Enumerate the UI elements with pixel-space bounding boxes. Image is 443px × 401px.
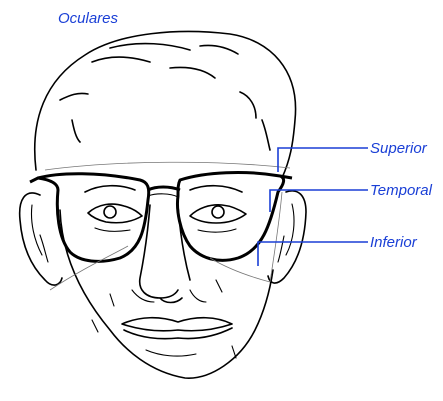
mouth xyxy=(122,318,232,356)
label-temporal: Temporal xyxy=(370,182,433,199)
coverage-lines xyxy=(45,162,290,290)
right-eye xyxy=(190,205,246,232)
label-inferior: Inferior xyxy=(370,234,418,251)
leader-temporal xyxy=(270,190,368,212)
left-ear xyxy=(20,193,62,285)
label-superior: Superior xyxy=(370,140,428,157)
left-eye xyxy=(88,204,142,231)
figure-title: Oculares xyxy=(58,10,119,27)
eyeglasses xyxy=(30,173,292,262)
head-outline xyxy=(35,32,296,379)
